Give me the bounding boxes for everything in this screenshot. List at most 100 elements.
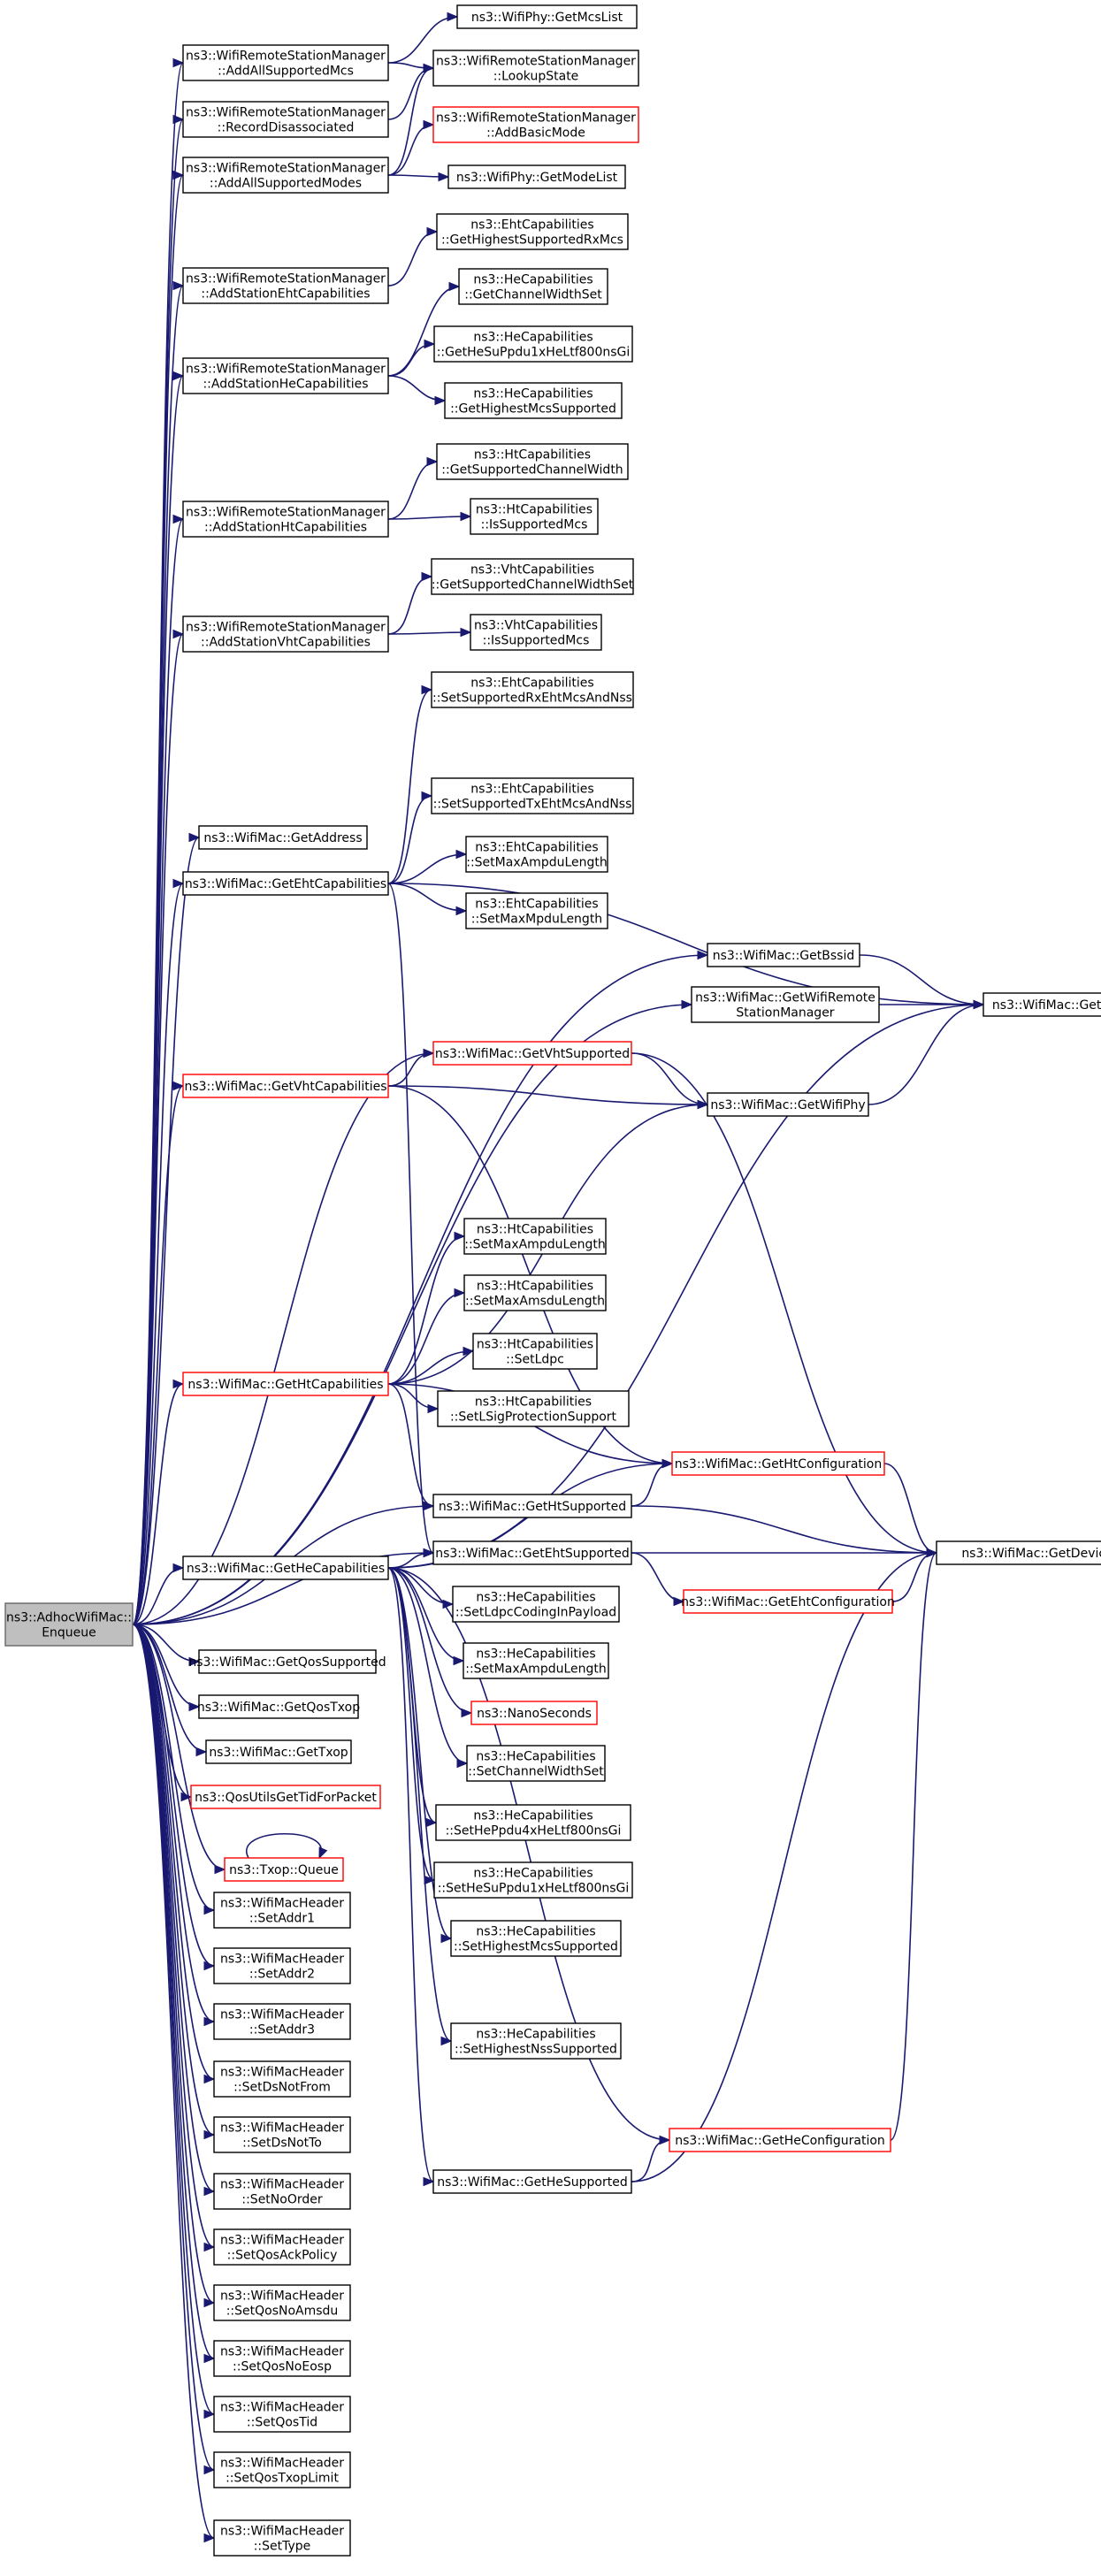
node-label: ns3::WifiMacHeader xyxy=(220,1953,344,1967)
node-set-no-order[interactable]: ns3::WifiMacHeader::SetNoOrder xyxy=(213,2173,351,2210)
node-he-set-ldpc[interactable]: ns3::HeCapabilities::SetLdpcCodingInPayl… xyxy=(452,1586,620,1623)
node-get-he-cap[interactable]: ns3::WifiMac::GetHeCapabilities xyxy=(182,1556,389,1580)
node-box xyxy=(433,325,633,363)
node-set-qos-no-amsdu[interactable]: ns3::WifiMacHeader::SetQosNoAmsdu xyxy=(213,2284,351,2321)
node-label: ns3::WifiMac::GetHeSupported xyxy=(437,2175,627,2190)
node-get-address[interactable]: ns3::WifiMac::GetAddress xyxy=(198,825,368,850)
call-edge xyxy=(387,1048,435,1087)
node-label: ::SetHighestMcsSupported xyxy=(454,1940,618,1954)
node-get-eht-config[interactable]: ns3::WifiMac::GetEhtConfiguration xyxy=(681,1589,895,1614)
node-get-he-config[interactable]: ns3::WifiMac::GetHeConfiguration xyxy=(669,2128,891,2152)
node-add-basic-mode[interactable]: ns3::WifiRemoteStationManager::AddBasicM… xyxy=(432,106,639,143)
node-add-all-mcs[interactable]: ns3::WifiRemoteStationManager::AddAllSup… xyxy=(182,44,389,81)
node-get-qos-supported[interactable]: ns3::WifiMac::GetQosSupported xyxy=(188,1649,386,1674)
node-set-ds-not-to[interactable]: ns3::WifiMacHeader::SetDsNotTo xyxy=(213,2116,351,2153)
node-set-addr3[interactable]: ns3::WifiMacHeader::SetAddr3 xyxy=(213,2003,351,2040)
node-set-qos-txop-limit[interactable]: ns3::WifiMacHeader::SetQosTxopLimit xyxy=(213,2451,351,2488)
node-txop-queue[interactable]: ns3::Txop::Queue xyxy=(224,1857,344,1882)
node-add-all-modes[interactable]: ns3::WifiRemoteStationManager::AddAllSup… xyxy=(182,157,389,194)
node-label: ns3::WifiMac::GetEhtCapabilities xyxy=(185,877,386,891)
node-add-vht-cap[interactable]: ns3::WifiRemoteStationManager::AddStatio… xyxy=(182,615,389,653)
node-ht-set-lsig[interactable]: ns3::HtCapabilities::SetLSigProtectionSu… xyxy=(437,1390,630,1427)
node-he-set-highest-nss[interactable]: ns3::HeCapabilities::SetHighestNssSuppor… xyxy=(450,2022,622,2060)
call-edge xyxy=(387,1085,709,1110)
node-get-ht-cap[interactable]: ns3::WifiMac::GetHtCapabilities xyxy=(182,1372,389,1396)
node-qos-tid[interactable]: ns3::QosUtilsGetTidForPacket xyxy=(190,1785,381,1809)
node-vht-get-supported-cw-set[interactable]: ns3::VhtCapabilities::GetSupportedChanne… xyxy=(431,558,634,595)
node-box xyxy=(213,2340,351,2377)
node-get-device[interactable]: ns3::WifiMac::GetDevice xyxy=(936,1540,1101,1565)
node-ht-set-ldpc[interactable]: ns3::HtCapabilities::SetLdpc xyxy=(472,1333,598,1370)
node-get-qos-txop[interactable]: ns3::WifiMac::GetQosTxop xyxy=(197,1694,360,1719)
node-label: ::SetLdpc xyxy=(506,1353,564,1367)
node-label: ::SetAddr3 xyxy=(249,2023,315,2037)
node-he-set-max-ampdu[interactable]: ns3::HeCapabilities::SetMaxAmpduLength xyxy=(463,1642,609,1679)
call-edge xyxy=(387,1567,469,1769)
node-record-disassoc[interactable]: ns3::WifiRemoteStationManager::RecordDis… xyxy=(182,101,389,138)
node-ht-get-supported-cw[interactable]: ns3::HtCapabilities::GetSupportedChannel… xyxy=(436,443,629,480)
node-get-he-supported[interactable]: ns3::WifiMac::GetHeSupported xyxy=(432,2169,632,2194)
node-get-eht-cap[interactable]: ns3::WifiMac::GetEhtCapabilities xyxy=(182,871,389,896)
node-box xyxy=(213,2228,351,2266)
node-label: ns3::HtCapabilities xyxy=(477,1280,593,1294)
node-label: ::SetNoOrder xyxy=(241,2193,322,2207)
node-add-ht-cap[interactable]: ns3::WifiRemoteStationManager::AddStatio… xyxy=(182,501,389,538)
node-nano-seconds[interactable]: ns3::NanoSeconds xyxy=(470,1701,598,1725)
node-get-bssid[interactable]: ns3::WifiMac::GetBssid xyxy=(707,943,860,967)
node-eht-get-highest-rx[interactable]: ns3::EhtCapabilities::GetHighestSupporte… xyxy=(436,213,629,250)
node-set-addr2[interactable]: ns3::WifiMacHeader::SetAddr2 xyxy=(213,1947,351,1984)
node-set-qos-tid[interactable]: ns3::WifiMacHeader::SetQosTid xyxy=(213,2396,351,2433)
node-box xyxy=(182,615,389,653)
node-box xyxy=(432,2169,632,2194)
node-get-vht-cap[interactable]: ns3::WifiMac::GetVhtCapabilities xyxy=(182,1074,389,1098)
node-he-get-highest-mcs[interactable]: ns3::HeCapabilities::GetHighestMcsSuppor… xyxy=(444,382,623,419)
node-get-ht-config[interactable]: ns3::WifiMac::GetHtConfiguration xyxy=(671,1451,885,1476)
node-vht-is-supported-mcs[interactable]: ns3::VhtCapabilities::IsSupportedMcs xyxy=(470,614,602,651)
node-label: ns3::HeCapabilities xyxy=(476,1647,595,1662)
node-get-eht-supported[interactable]: ns3::WifiMac::GetEhtSupported xyxy=(432,1540,632,1565)
node-he-set-he-su-ppdu[interactable]: ns3::HeCapabilities::SetHeSuPpdu1xHeLtf8… xyxy=(433,1861,633,1899)
node-set-type[interactable]: ns3::WifiMacHeader::SetType xyxy=(213,2519,351,2557)
node-he-set-highest-mcs[interactable]: ns3::HeCapabilities::SetHighestMcsSuppor… xyxy=(450,1920,622,1957)
node-add-eht-cap[interactable]: ns3::WifiRemoteStationManager::AddStatio… xyxy=(182,267,389,304)
node-set-qos-no-eosp[interactable]: ns3::WifiMacHeader::SetQosNoEosp xyxy=(213,2340,351,2377)
node-box xyxy=(182,871,389,896)
node-he-set-cw[interactable]: ns3::HeCapabilities::SetChannelWidthSet xyxy=(466,1745,606,1782)
node-box xyxy=(431,558,634,595)
node-set-qos-ack[interactable]: ns3::WifiMacHeader::SetQosAckPolicy xyxy=(213,2228,351,2266)
node-box xyxy=(182,157,389,194)
node-set-ds-not-from[interactable]: ns3::WifiMacHeader::SetDsNotFrom xyxy=(213,2060,351,2098)
node-lookup-state[interactable]: ns3::WifiRemoteStationManager::LookupSta… xyxy=(432,50,639,87)
node-get-mode-list[interactable]: ns3::WifiPhy::GetModeList xyxy=(447,164,626,189)
node-get-wifi-phy[interactable]: ns3::WifiMac::GetWifiPhy xyxy=(707,1092,869,1117)
node-eht-set-max-ampdu[interactable]: ns3::EhtCapabilities::SetMaxAmpduLength xyxy=(465,836,608,873)
node-eht-set-max-mpdu[interactable]: ns3::EhtCapabilities::SetMaxMpduLength xyxy=(465,892,608,929)
node-label: ns3::WifiMacHeader xyxy=(220,2066,344,2080)
node-label: ns3::QosUtilsGetTidForPacket xyxy=(195,1791,377,1805)
node-he-set-he-ppdu[interactable]: ns3::HeCapabilities::SetHePpdu4xHeLtf800… xyxy=(435,1804,631,1841)
node-get-link[interactable]: ns3::WifiMac::GetLink xyxy=(982,992,1101,1017)
node-add-he-cap[interactable]: ns3::WifiRemoteStationManager::AddStatio… xyxy=(182,357,389,394)
node-set-addr1[interactable]: ns3::WifiMacHeader::SetAddr1 xyxy=(213,1892,351,1929)
node-he-get-channel-width-set[interactable]: ns3::HeCapabilities::GetChannelWidthSet xyxy=(458,268,608,305)
node-ht-is-supported-mcs[interactable]: ns3::HtCapabilities::IsSupportedMcs xyxy=(470,498,599,535)
node-get-mcs-list[interactable]: ns3::WifiPhy::GetMcsList xyxy=(456,4,638,29)
node-label: ns3::EhtCapabilities xyxy=(470,783,593,797)
node-box xyxy=(447,164,626,189)
node-eht-set-tx[interactable]: ns3::EhtCapabilities::SetSupportedTxEhtM… xyxy=(431,777,634,814)
call-edge xyxy=(387,1567,453,1944)
node-get-vht-supported[interactable]: ns3::WifiMac::GetVhtSupported xyxy=(432,1041,632,1066)
node-get-wifi-rsm[interactable]: ns3::WifiMac::GetWifiRemoteStationManage… xyxy=(691,986,880,1023)
node-ht-set-max-ampdu[interactable]: ns3::HtCapabilities::SetMaxAmpduLength xyxy=(463,1218,607,1255)
call-edge xyxy=(387,627,472,638)
node-get-txop[interactable]: ns3::WifiMac::GetTxop xyxy=(205,1739,352,1764)
node-box xyxy=(436,443,629,480)
node-get-ht-supported[interactable]: ns3::WifiMac::GetHtSupported xyxy=(432,1494,632,1518)
node-he-get-he-su-ppdu[interactable]: ns3::HeCapabilities::GetHeSuPpdu1xHeLtf8… xyxy=(433,325,633,363)
node-label: ns3::WifiRemoteStationManager xyxy=(186,106,386,120)
node-box xyxy=(213,2060,351,2098)
node-label: ::GetSupportedChannelWidthSet xyxy=(432,578,634,592)
node-ht-set-max-amsdu[interactable]: ns3::HtCapabilities::SetMaxAmsduLength xyxy=(463,1274,607,1311)
node-eht-set-rx[interactable]: ns3::EhtCapabilities::SetSupportedRxEhtM… xyxy=(431,671,634,708)
node-box xyxy=(182,501,389,538)
